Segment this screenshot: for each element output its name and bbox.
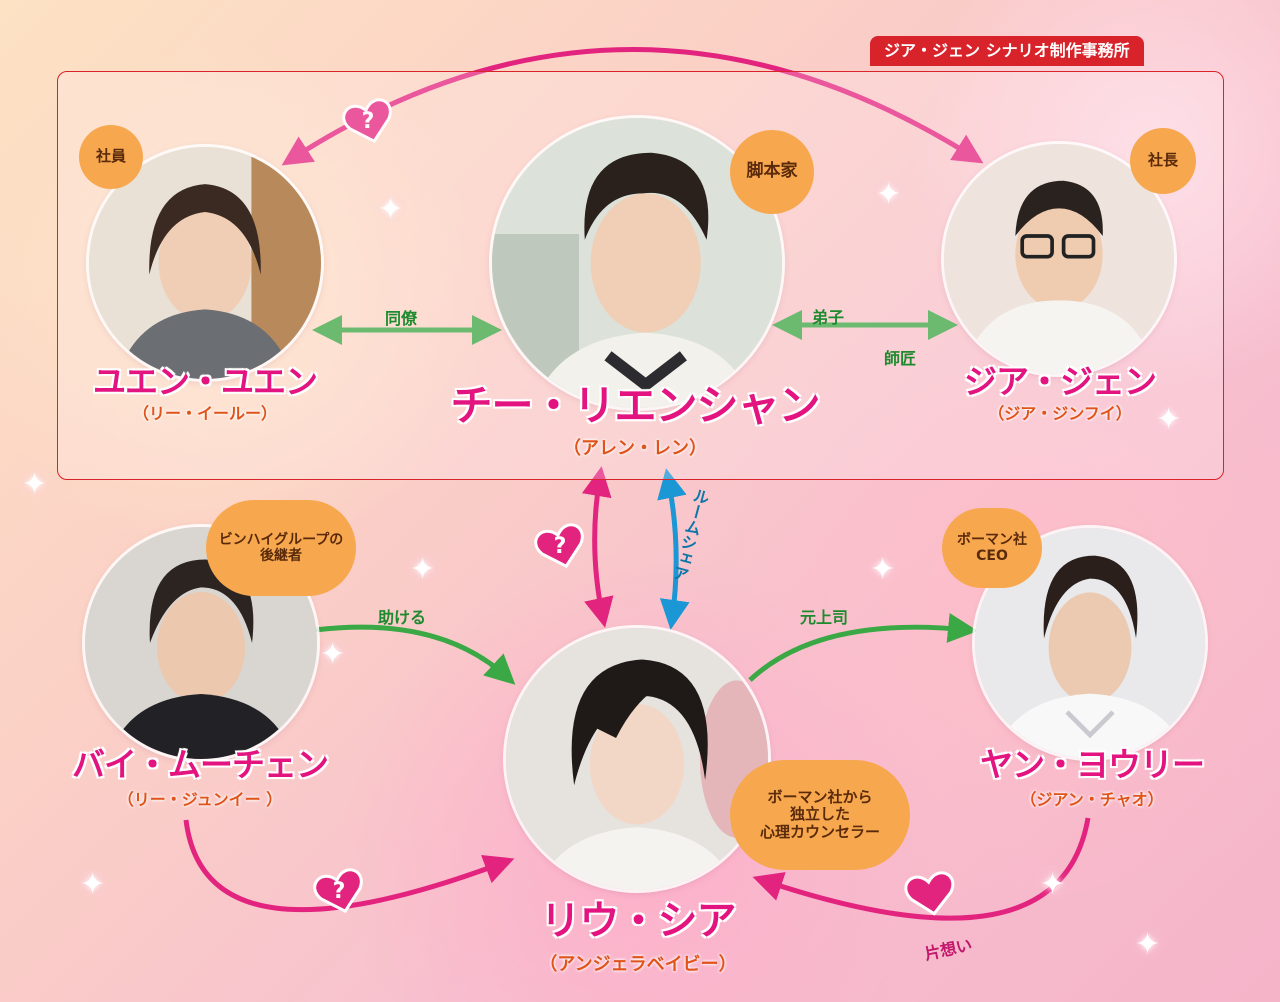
actor-bai-muchen: （リー・ジュンイー ）: [117, 790, 283, 809]
sparkle-icon: ✦: [1156, 402, 1182, 437]
name-liu-xia: リウ・シア: [540, 898, 737, 944]
heart-icon: [904, 871, 955, 916]
arrow-yan-liu-curve: [752, 817, 1091, 921]
name-bai-muchen: バイ・ムーチェン: [72, 745, 329, 784]
role-badge-bai: ビンハイグループの 後継者: [206, 500, 356, 596]
role-badge-yuan: 社員: [79, 125, 143, 189]
sparkle-icon: ✦: [1040, 867, 1066, 902]
name-yuan-yuan: ユエン・ユエン: [93, 362, 318, 401]
arrow-chi-liu-blue: [657, 468, 690, 630]
question-mark: ?: [333, 879, 346, 904]
question-heart-icon: [342, 98, 392, 144]
sparkle-icon: ✦: [22, 467, 48, 502]
portrait-liu-xia: [506, 628, 768, 890]
name-chi-lienshan: チー・リエンシャン: [450, 381, 820, 430]
role-badge-chi: 脚本家: [730, 130, 814, 214]
question-mark: ?: [554, 534, 567, 559]
label-ex-boss: 元上司: [800, 608, 849, 627]
question-mark: ?: [362, 109, 375, 134]
arrow-bai-liu-curve: [183, 819, 515, 913]
sparkle-icon: ✦: [1135, 927, 1161, 962]
name-yan-youli: ヤン・ヨウリー: [980, 745, 1205, 784]
actor-yuan-yuan: （リー・イールー）: [132, 404, 278, 423]
role-badge-yan: ボーマン社 CEO: [942, 508, 1042, 588]
role-badge-liu: ボーマン社から 独立した 心理カウンセラー: [730, 760, 910, 870]
arrow-bai-liu: [314, 624, 516, 685]
label-helps: 助ける: [378, 608, 427, 627]
sparkle-icon: ✦: [870, 552, 896, 587]
name-jia-zhen: ジア・ジェン: [964, 362, 1157, 401]
label-mentor: 師匠: [884, 349, 917, 368]
question-heart-icon: [534, 523, 584, 569]
question-heart-icon: [313, 868, 363, 914]
office-tag: ジア・ジェン シナリオ制作事務所: [870, 36, 1144, 66]
actor-yan-youli: （ジアン・チャオ）: [1020, 790, 1164, 809]
portrait-yuan-yuan: [89, 147, 321, 379]
sparkle-icon: ✦: [320, 637, 346, 672]
portrait-jia-zhen: [944, 144, 1174, 374]
sparkle-icon: ✦: [378, 192, 404, 227]
sparkle-icon: ✦: [410, 552, 436, 587]
label-disciple: 弟子: [812, 308, 845, 327]
label-colleague: 同僚: [385, 309, 418, 328]
sparkle-icon: ✦: [80, 867, 106, 902]
arrow-liu-yan: [748, 613, 978, 682]
role-badge-jia: 社長: [1130, 128, 1196, 194]
actor-jia-zhen: （ジア・ジンフイ）: [988, 404, 1132, 423]
arrow-chi-liu-pink: [581, 466, 614, 628]
actor-chi-lienshan: （アレン・レン）: [563, 438, 707, 459]
actor-liu-xia: （アンジェラベイビー）: [539, 954, 737, 975]
sparkle-icon: ✦: [876, 177, 902, 212]
